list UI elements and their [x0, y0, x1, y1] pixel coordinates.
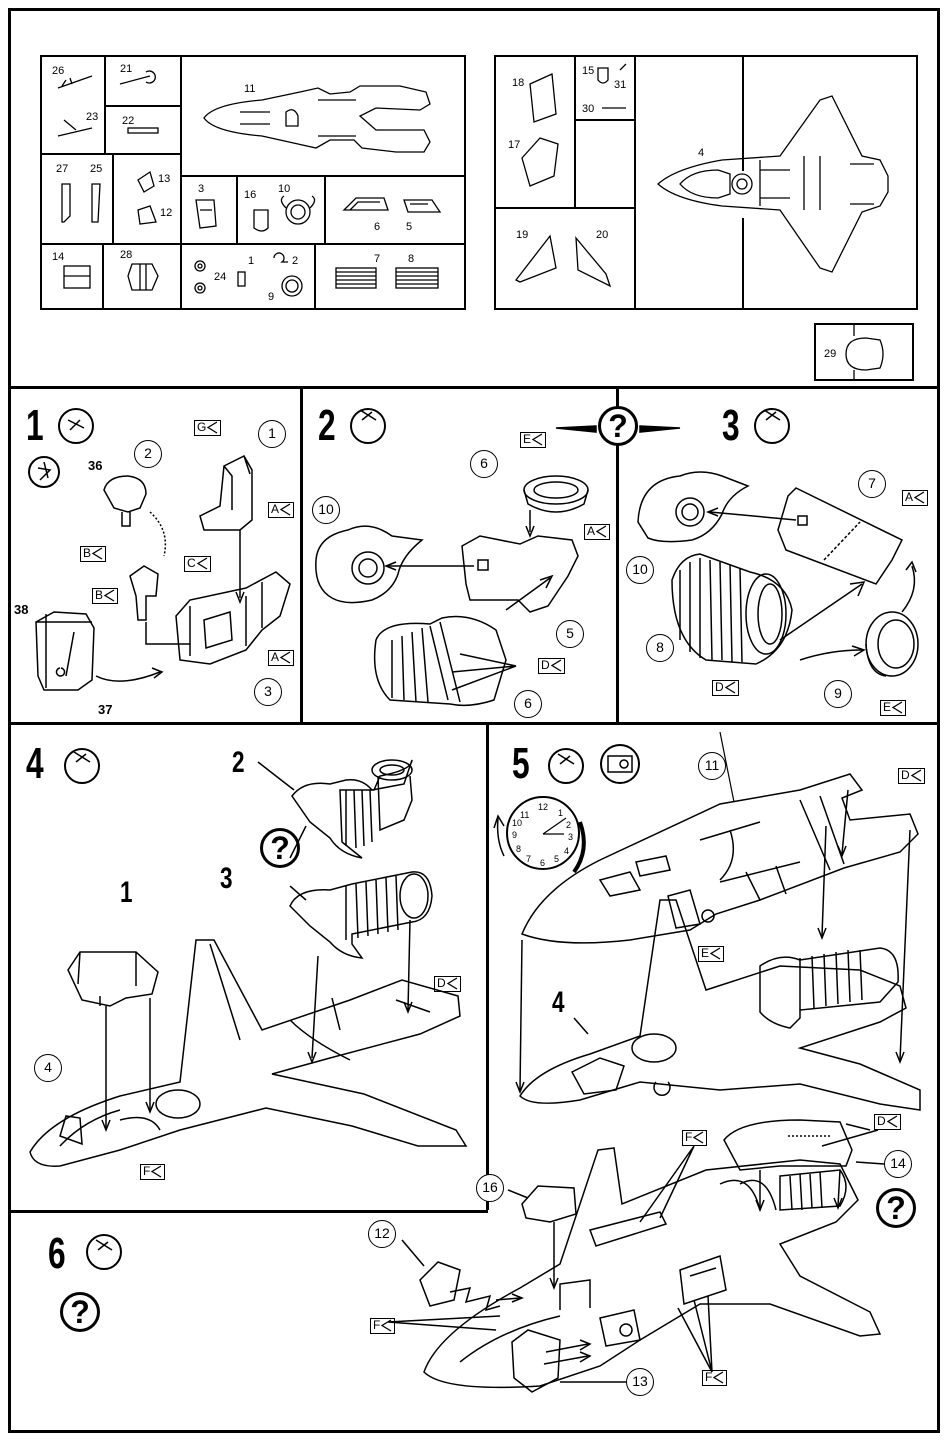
step6-drawing [0, 0, 950, 1441]
